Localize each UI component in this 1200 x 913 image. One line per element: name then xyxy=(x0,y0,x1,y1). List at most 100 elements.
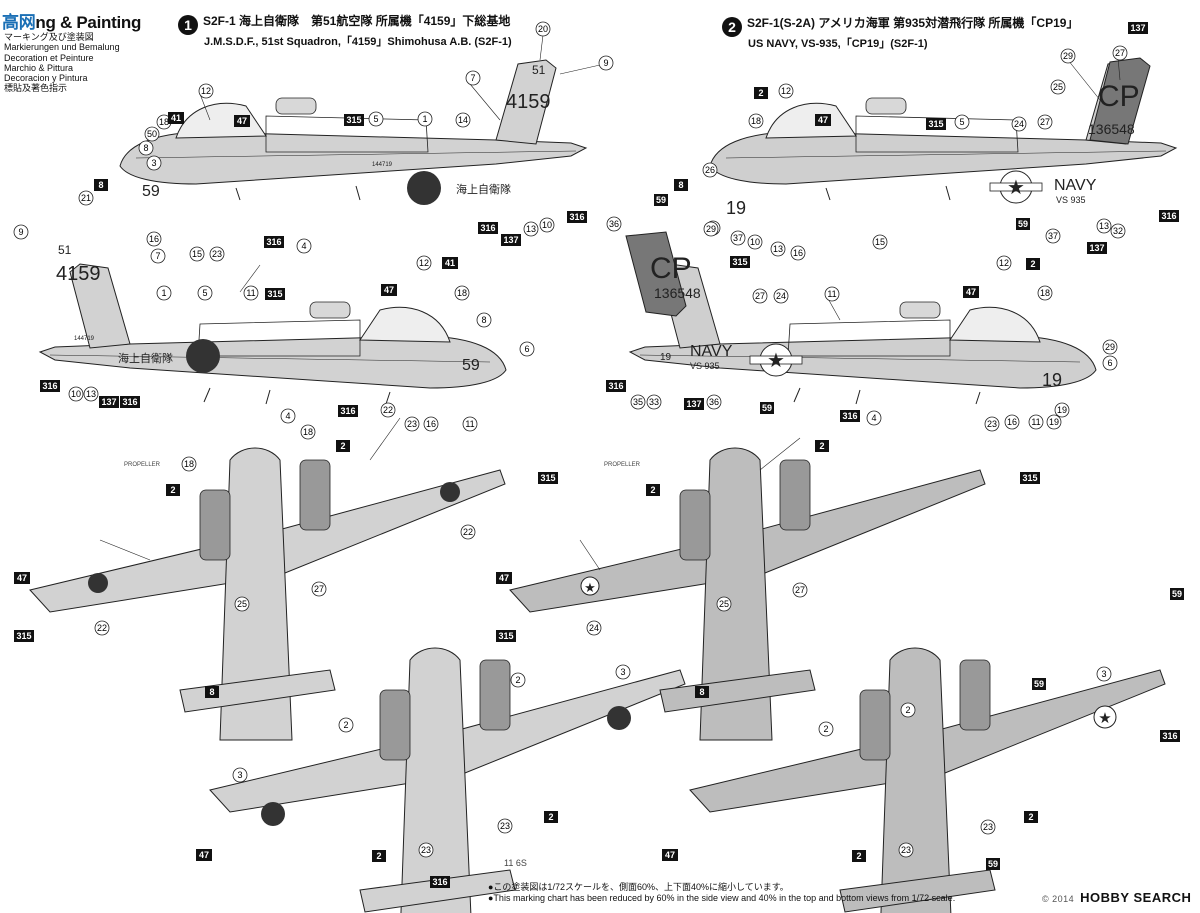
svg-text:2: 2 xyxy=(1028,812,1033,822)
callout-circle: 29 xyxy=(703,221,719,237)
callout-circle: 8 xyxy=(476,312,492,328)
callout-circle: 25 xyxy=(1050,79,1066,95)
svg-text:2: 2 xyxy=(343,720,348,730)
svg-text:8: 8 xyxy=(481,315,486,325)
svg-text:37: 37 xyxy=(733,233,743,243)
squadron-text: VS 935 xyxy=(1056,195,1086,205)
svg-text:6: 6 xyxy=(1107,358,1112,368)
svg-text:4: 4 xyxy=(285,411,290,421)
svg-text:7: 7 xyxy=(155,251,160,261)
svg-text:137: 137 xyxy=(1089,243,1104,253)
svg-text:2: 2 xyxy=(819,441,824,451)
svg-text:33: 33 xyxy=(649,397,659,407)
propeller-label: PROPELLER xyxy=(124,462,161,468)
callout-circle: 1 xyxy=(417,111,433,127)
callout-circle: 27 xyxy=(1037,114,1053,130)
callout-box: 137 xyxy=(684,398,704,410)
callout-box: 316 xyxy=(338,405,358,417)
callout-circle: 13 xyxy=(770,241,786,257)
svg-text:18: 18 xyxy=(751,116,761,126)
callout-circle: 10 xyxy=(539,217,555,233)
callout-circle: 6 xyxy=(519,341,535,357)
us-star-roundel-icon: ★ xyxy=(749,343,803,377)
callout-circle: 22 xyxy=(94,620,110,636)
svg-text:59: 59 xyxy=(1018,219,1028,229)
callout-circle: 11 xyxy=(1028,414,1044,430)
svg-text:11: 11 xyxy=(465,419,474,429)
callout-box: 315 xyxy=(538,472,558,484)
svg-text:36: 36 xyxy=(609,219,619,229)
callout-box: 316 xyxy=(606,380,626,392)
svg-text:5: 5 xyxy=(959,117,964,127)
svg-text:8: 8 xyxy=(678,180,683,190)
svg-text:315: 315 xyxy=(498,631,513,641)
svg-text:18: 18 xyxy=(159,117,169,127)
callout-box: 315 xyxy=(344,114,364,126)
svg-text:2: 2 xyxy=(340,441,345,451)
callout-box: 315 xyxy=(265,288,285,300)
callout-box: 47 xyxy=(381,284,397,296)
svg-text:15: 15 xyxy=(875,237,885,247)
svg-text:316: 316 xyxy=(122,397,137,407)
callout-circle: 27 xyxy=(1112,45,1128,61)
hinomaru-roundel-icon xyxy=(88,573,108,593)
svg-text:6: 6 xyxy=(524,344,529,354)
us-star-roundel-icon: ★ xyxy=(1093,705,1117,729)
callout-circle: 10 xyxy=(747,234,763,250)
callout-box: 2 xyxy=(815,440,829,452)
callout-circle: 12 xyxy=(996,255,1012,271)
scheme-number: 2 xyxy=(722,17,742,37)
svg-text:137: 137 xyxy=(101,397,116,407)
svg-text:18: 18 xyxy=(184,459,194,469)
svg-text:18: 18 xyxy=(1040,288,1050,298)
svg-text:16: 16 xyxy=(793,248,803,258)
callout-circle: 13 xyxy=(523,221,539,237)
tail-serial: 136548 xyxy=(1088,121,1135,137)
callout-box: 8 xyxy=(205,686,219,698)
callout-box: 2 xyxy=(166,484,180,496)
svg-text:18: 18 xyxy=(303,427,313,437)
callout-box: 2 xyxy=(646,484,660,496)
callout-box: 315 xyxy=(14,630,34,642)
tail-code: 51 xyxy=(58,243,72,257)
propeller-label: PROPELLER xyxy=(604,462,641,468)
callout-circle: 29 xyxy=(1060,48,1076,64)
callout-circle: 12 xyxy=(198,83,214,99)
svg-text:315: 315 xyxy=(732,257,747,267)
hinomaru-roundel-icon xyxy=(186,339,220,373)
callout-circle: 3 xyxy=(615,664,631,680)
callout-circle: 26 xyxy=(702,162,718,178)
callout-circle: 23 xyxy=(497,818,513,834)
hinomaru-roundel-icon xyxy=(407,171,441,205)
svg-text:316: 316 xyxy=(842,411,857,421)
callout-circle: 5 xyxy=(368,111,384,127)
callout-circle: 3 xyxy=(146,155,162,171)
callout-circle: 12 xyxy=(778,83,794,99)
svg-text:59: 59 xyxy=(1034,679,1044,689)
svg-text:3: 3 xyxy=(151,158,156,168)
tail-code: 51 xyxy=(532,63,546,77)
callout-box: 47 xyxy=(662,849,678,861)
svg-text:4: 4 xyxy=(301,241,306,251)
callout-circle: 36 xyxy=(706,394,722,410)
callout-circle: 12 xyxy=(416,255,432,271)
svg-text:10: 10 xyxy=(71,389,81,399)
nose-label: 11 6S xyxy=(504,858,527,868)
svg-text:47: 47 xyxy=(966,287,976,297)
svg-text:29: 29 xyxy=(1063,51,1073,61)
svg-text:316: 316 xyxy=(1162,731,1177,741)
callout-circle: 8 xyxy=(138,140,154,156)
svg-text:10: 10 xyxy=(542,220,552,230)
svg-text:13: 13 xyxy=(773,244,783,254)
callout-circle: 27 xyxy=(311,581,327,597)
svg-text:14: 14 xyxy=(458,115,468,125)
callout-circle: 5 xyxy=(954,114,970,130)
callout-box: 137 xyxy=(1087,242,1107,254)
svg-text:47: 47 xyxy=(199,850,209,860)
callout-box-59: 59 xyxy=(760,402,774,414)
callout-circle: 24 xyxy=(1011,116,1027,132)
svg-text:23: 23 xyxy=(987,419,997,429)
svg-text:11: 11 xyxy=(827,289,836,299)
